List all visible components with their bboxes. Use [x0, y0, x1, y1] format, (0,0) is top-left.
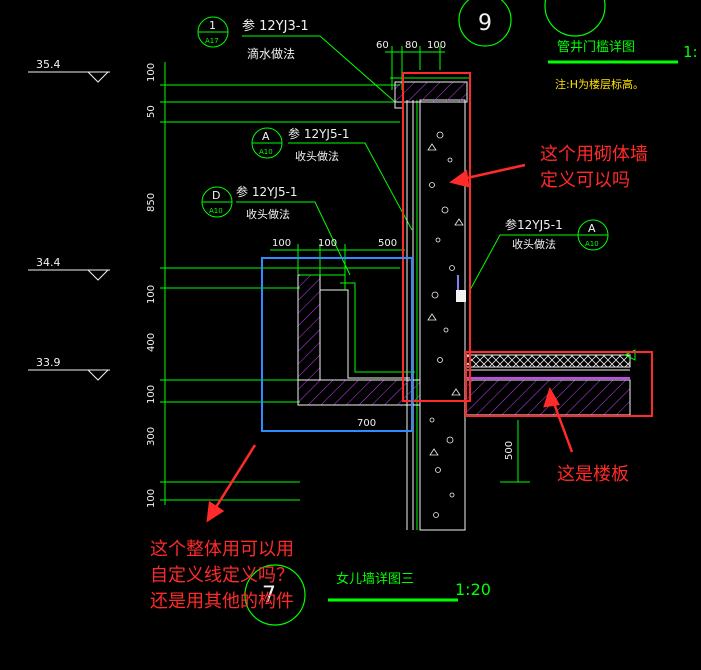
- ref-desc: 滴水做法: [247, 46, 295, 61]
- ref-code: 参 12YJ5-1: [288, 126, 350, 141]
- ref-balloon-d: D A10 参 12YJ5-1 收头做法: [201, 184, 351, 276]
- ref-desc: 收头做法: [512, 237, 556, 251]
- pipe-well-title-text: 管井门槛详图: [557, 40, 635, 55]
- floor-slab: 500: [456, 275, 636, 483]
- elevation-label: 33.9: [36, 356, 61, 369]
- parapet-title-text: 女儿墙详图三: [336, 571, 414, 587]
- dim-label: 400: [146, 333, 157, 352]
- annotation-masonry-wall: 这个用砌体墙 定义可以吗: [540, 144, 648, 191]
- ref-desc: 收头做法: [246, 207, 290, 221]
- detail-number-circle: 9: [458, 0, 512, 47]
- masonry-wall-highlight-box: [402, 72, 471, 402]
- ref-balloon-1: 1 A17 参 12YJ3-1 滴水做法: [197, 16, 396, 103]
- annotation-gutter-question: 这个整体用可以用 自定义线定义吗？ 还是用其他的构件: [150, 539, 294, 612]
- dim-label: 850: [146, 193, 157, 212]
- vertical-dimension-labels: 100 50 850 100 400 100 300 100: [146, 63, 157, 508]
- ref-code: 参 12YJ3-1: [242, 18, 309, 34]
- dim-label: 300: [146, 427, 157, 446]
- svg-text:A: A: [588, 222, 596, 235]
- svg-text:9: 9: [478, 11, 492, 36]
- dim-label: 700: [357, 418, 376, 429]
- dim-label: 50: [146, 105, 157, 118]
- dim-label: 60: [376, 40, 389, 51]
- elevation-label: 35.4: [36, 58, 61, 71]
- dim-label: 100: [146, 489, 157, 508]
- dim-label: 100: [146, 385, 157, 404]
- dim-label: 100: [318, 238, 337, 249]
- ref-code: 参12YJ5-1: [505, 217, 563, 232]
- svg-text:A10: A10: [259, 148, 273, 156]
- ref-balloon-a-lower: A A10 参12YJ5-1 收头做法: [469, 217, 609, 291]
- ref-desc: 收头做法: [295, 149, 339, 163]
- gutter-section: 100 100 500 700: [270, 238, 421, 429]
- dim-label: 100: [146, 63, 157, 82]
- pipe-well-title: 管井门槛详图 1: 注:H为楼层标高。: [548, 40, 698, 91]
- svg-text:A17: A17: [205, 37, 219, 45]
- ref-code: 参 12YJ5-1: [236, 184, 298, 199]
- gutter-highlight-box: [261, 257, 413, 432]
- svg-text:1: 1: [209, 19, 216, 32]
- dim-label: 100: [146, 285, 157, 304]
- elevation-mark-33-9: 33.9: [28, 356, 110, 381]
- svg-text:A10: A10: [585, 240, 599, 248]
- svg-text:A: A: [262, 130, 270, 143]
- ref-balloon-a-upper: A A10 参 12YJ5-1 收头做法: [251, 126, 413, 231]
- elevation-label: 34.4: [36, 256, 61, 269]
- dim-label: 100: [427, 40, 446, 51]
- dim-label: 500: [378, 238, 397, 249]
- parapet-title: 7 女儿墙详图三 1:20: [244, 564, 491, 626]
- vertical-dimension-chain: [160, 62, 400, 505]
- bottom-circle-number: 7: [262, 583, 276, 608]
- detail-circle-partial: [544, 0, 606, 37]
- dim-label: 100: [272, 238, 291, 249]
- pipe-well-note: 注:H为楼层标高。: [555, 77, 644, 91]
- annotation-floor-slab: 这是楼板: [557, 464, 629, 485]
- dim-label: 80: [405, 40, 418, 51]
- elevation-mark-35-4: 35.4: [28, 58, 110, 83]
- elevation-marks: 35.4 34.4 33.9: [28, 58, 110, 381]
- pipe-well-scale: 1:: [683, 43, 698, 61]
- parapet-scale: 1:20: [455, 580, 491, 599]
- elevation-mark-34-4: 34.4: [28, 256, 110, 281]
- annotation-arrows: [206, 163, 574, 523]
- svg-text:A10: A10: [209, 207, 223, 215]
- dim-label: 500: [504, 441, 515, 460]
- svg-text:D: D: [212, 189, 220, 202]
